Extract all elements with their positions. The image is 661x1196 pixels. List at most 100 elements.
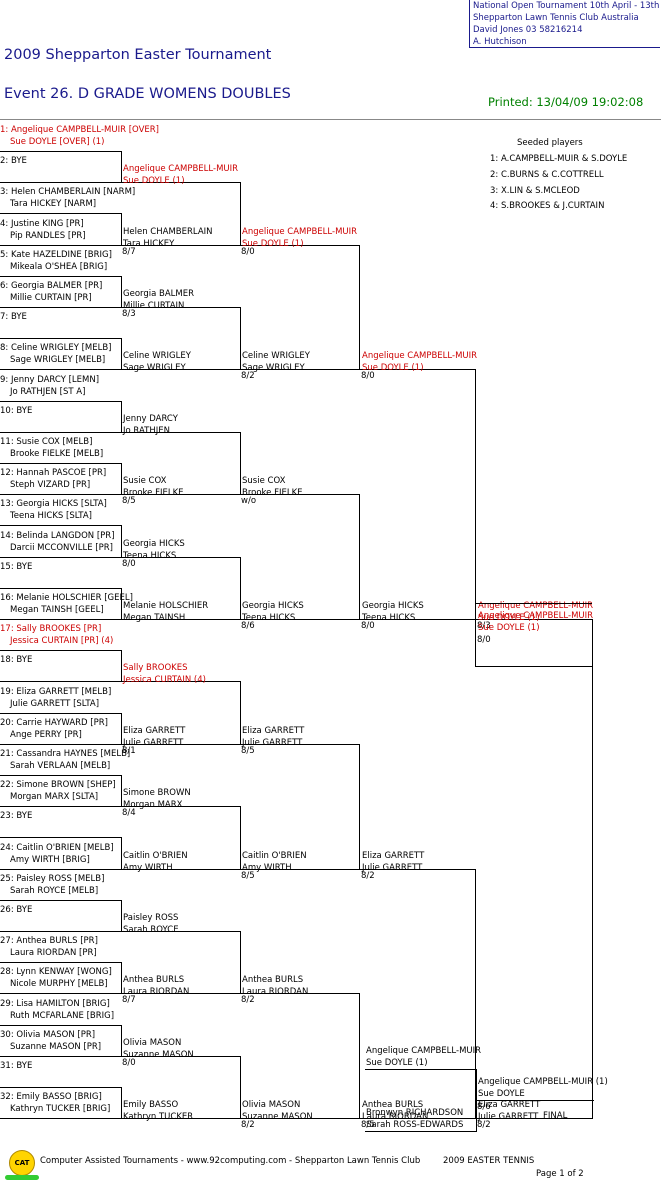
draw-entry-partner: Steph VIZARD [PR] [10,480,91,491]
round3-name: Angelique CAMPBELL-MUIR [242,226,358,237]
bracket-line [121,244,240,246]
round2-name: Helen CHAMBERLAIN [123,226,213,237]
bracket-line [0,868,121,870]
bracket-line [359,369,475,371]
event-title: Event 26. D GRADE WOMENS DOUBLES [4,86,291,102]
bracket-line [0,743,121,745]
bracket-line [0,431,121,433]
bracket-line [240,369,359,371]
bracket-line [0,556,121,558]
round3-score: 8/5 [241,745,255,756]
bracket-line [121,213,122,246]
bracket-line [475,868,476,1120]
bracket-line [121,1055,240,1057]
round3-name: Susie COX [242,476,286,487]
round4-name: Eliza GARRETT [362,850,425,861]
bracket-line [121,400,122,433]
bracket-line [121,993,240,995]
draw-entry-name: 14: Belinda LANGDON [PR] [0,530,115,541]
round2-partner: Teena HICKS [123,550,177,561]
bracket-line [121,931,240,932]
bracket-line [121,837,122,870]
round4-score: 8/0 [361,371,375,382]
bracket-line [359,1118,475,1120]
round2-name: Celine WRIGLEY [123,351,191,362]
bracket-line [0,899,121,901]
bracket-line [121,650,122,683]
bracket-line [359,494,360,620]
draw-entry-partner: Sarah VERLAAN [MELB] [10,761,111,771]
round2-score: 8/7 [122,246,136,257]
bracket-line [0,369,121,371]
round3-score: 8/2 [241,371,255,382]
bracket-line [0,775,121,776]
draw-entry-name: 15: BYE [0,561,33,572]
bracket-line [240,868,359,870]
info-line-3: David Jones 03 58216214 [473,25,583,35]
round2-partner: Brooke FIELKE [123,488,184,499]
bracket-line [121,525,122,558]
bracket-line [121,587,122,620]
round2-partner: Jo RATHJEN [123,425,170,436]
draw-entry-name: 30: Olivia MASON [PR] [0,1029,96,1040]
round2-name: Georgia HICKS [123,538,185,549]
final-label: FINAL [543,1111,568,1121]
bracket-line [0,151,121,152]
draw-entry-name: 21: Cassandra HAYNES [MELB] [0,749,131,759]
page-title: 2009 Shepparton Easter Tournament [4,47,272,63]
bracket-line [121,275,122,308]
draw-entry-name: 9: Jenny DARCY [LEMN] [0,374,100,385]
bracket-line [240,182,241,246]
draw-entry-partner: Pip RANDLES [PR] [10,230,86,241]
draw-entry-partner: Brooke FIELKE [MELB] [10,449,104,459]
bracket-line [0,837,121,839]
bracket-line [0,993,121,995]
bracket-line [0,619,121,620]
round2-name: Emily BASSO [123,1100,179,1111]
round2-partner: Julie GARRETT [123,737,184,748]
bracket-line [121,463,122,496]
bracket-line [121,556,240,558]
draw-entry-name: 22: Simone BROWN [SHEP] [0,780,116,791]
bracket-line [0,244,121,246]
round2-partner: Jessica CURTAIN (4) [123,675,206,686]
semi-name: Angelique CAMPBELL-MUIR [478,611,594,621]
page-number: Page 1 of 2 [536,1169,584,1179]
round2-name: Georgia BALMER [123,289,195,299]
draw-entry-partner: Sarah ROYCE [MELB] [10,885,99,896]
bracket-line [359,619,475,620]
bracket-line [121,307,240,308]
round2-partner: Laura RIORDAN [123,987,190,998]
footer-text: Computer Assisted Tournaments - www.92co… [40,1156,421,1166]
draw-entry-name: 28: Lynn KENWAY [WONG] [0,967,112,978]
logo-underline [5,1175,39,1180]
draw-entry-name: 1: Angelique CAMPBELL-MUIR [OVER] [0,125,159,135]
round3-partner: Laura RIORDAN [242,987,309,998]
bracket-line [359,868,475,870]
bracket-line [240,244,359,246]
bracket-line [121,151,122,184]
round3-partner: Julie GARRETT [242,737,303,748]
draw-entry-name: 5: Kate HAZELDINE [BRIG] [0,249,112,260]
draw-entry-name: 10: BYE [0,405,33,416]
bracket-line [121,619,240,620]
round2-name: Jenny DARCY [123,413,178,424]
bracket-line [240,993,359,995]
bracket-line [240,1055,241,1120]
info-line-2: Shepparton Lawn Tennis Club Australia [473,13,639,23]
round5-name: Eliza GARRETT [478,1100,541,1111]
round5-score: 8/2 [477,1120,491,1131]
round2-name: Anthea BURLS [123,975,185,986]
draw-entry-partner: Laura RIORDAN [PR] [10,948,97,959]
bracket-line [0,681,121,683]
seed-item: 1: A.CAMPBELL-MUIR & S.DOYLE [490,154,628,164]
bracket-line [0,1118,121,1120]
bracket-line [121,743,240,745]
winner-partner: Sue DOYLE [478,1089,525,1099]
bracket-line [240,619,359,620]
draw-entry-name: 2: BYE [0,156,27,167]
bracket-line [121,369,240,371]
draw-entry-partner: Ange PERRY [PR] [10,729,82,740]
bracket-line [0,400,121,402]
bracket-line [475,1118,592,1120]
